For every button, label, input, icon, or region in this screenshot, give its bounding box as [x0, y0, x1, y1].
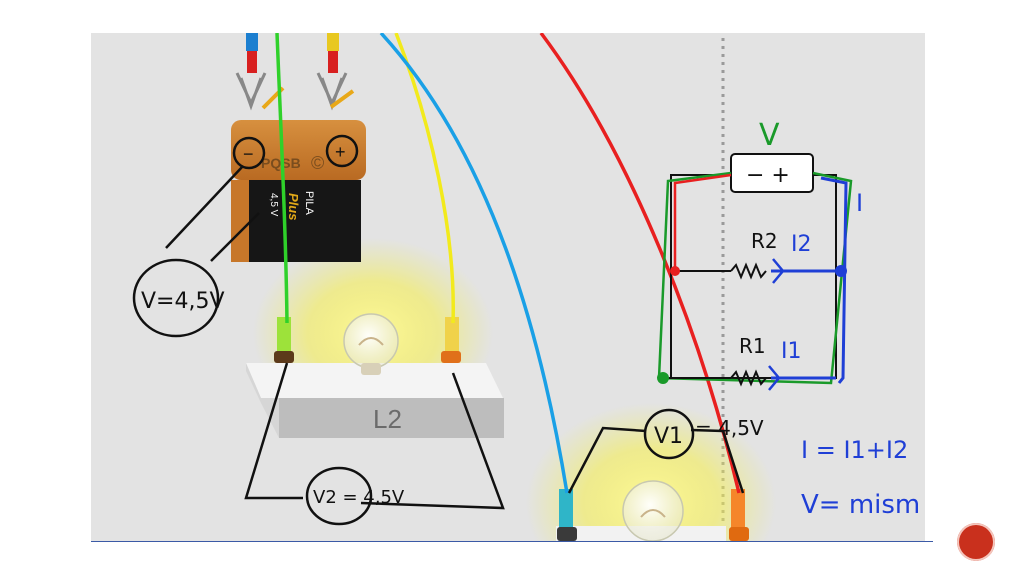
- crocodile-clip-icon: [235, 33, 267, 111]
- v1-symbol: V1: [654, 424, 683, 449]
- current-equation: I = I1+I2: [801, 436, 908, 464]
- resistor-r1: [730, 369, 767, 387]
- parallel-circuit-diagram: − + V I R2 I2 R1 I1: [657, 118, 863, 391]
- left-bulb-platform: L2: [246, 363, 504, 438]
- battery-copyright: ©: [311, 153, 324, 173]
- v1-circle: [643, 408, 695, 460]
- slide-canvas: L2 PQSB © PILA Plus 4,5 V: [91, 33, 925, 541]
- current-i-label: I: [856, 189, 863, 217]
- resistor-r2: [730, 262, 767, 280]
- left-terminal-orange: [441, 317, 461, 363]
- light-bulb-icon: [343, 313, 399, 375]
- slide-bottom-rule: [91, 541, 933, 542]
- slide-number-badge[interactable]: [957, 523, 995, 561]
- crocodile-clip-icon: [316, 33, 348, 111]
- battery-minus-sign: −: [243, 144, 254, 164]
- bulb-label-l2: L2: [373, 404, 402, 434]
- voltmeter-label: V: [759, 118, 780, 153]
- battery-minus-terminal: [232, 136, 266, 170]
- battery-voltage-note: V=4,5V: [141, 289, 225, 314]
- i2-label: I2: [791, 232, 812, 257]
- wire-green: [275, 33, 289, 324]
- v2-circle: [305, 466, 373, 526]
- wire-red: [539, 33, 741, 494]
- r2-label: R2: [751, 229, 778, 253]
- battery-label-voltage: 4,5 V: [268, 193, 279, 217]
- r1-label: R1: [739, 334, 766, 358]
- right-terminal-orange: [729, 489, 749, 541]
- v2-reading: V2 = 4,5V: [313, 487, 405, 508]
- battery-plus-terminal: [325, 134, 359, 168]
- v1-reading: = 4,5V: [695, 416, 764, 440]
- circuit-drawing: L2 PQSB © PILA Plus 4,5 V: [132, 33, 920, 541]
- voltage-equation: V= mism: [801, 490, 920, 520]
- wire-blue: [379, 33, 569, 494]
- right-terminal-blue: [557, 489, 577, 541]
- right-bulb-glow: [526, 403, 776, 541]
- left-terminal-green: [274, 317, 294, 363]
- battery-icon: PQSB © PILA Plus 4,5 V − +: [231, 120, 366, 262]
- battery-plus-sign: +: [335, 142, 346, 162]
- voltmeter-symbol: − +: [746, 163, 790, 188]
- battery-voltage-circle: [132, 258, 220, 338]
- battery-label-plus: Plus: [286, 193, 301, 220]
- light-bulb-icon: [622, 480, 684, 541]
- i1-label: I1: [781, 339, 802, 364]
- battery-label-pila: PILA: [303, 191, 315, 216]
